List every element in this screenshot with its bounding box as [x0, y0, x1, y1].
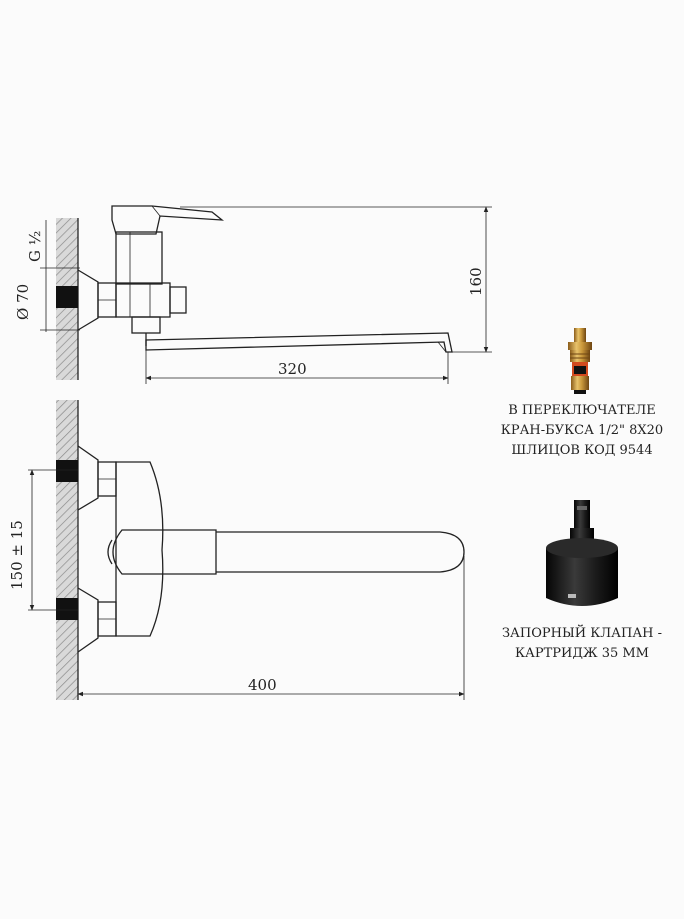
wall-socket-upper	[56, 460, 78, 482]
diverter-caption-line-3: ШЛИЦОВ КОД 9544	[511, 443, 653, 458]
dim-thread: G ½	[26, 231, 44, 262]
diverter-valve-image	[568, 328, 592, 394]
wall-top	[56, 400, 78, 700]
dim-center-distance: 150 ± 15	[8, 520, 26, 590]
top-view	[28, 400, 465, 700]
side-view	[40, 205, 492, 384]
dim-diameter: Ø 70	[14, 284, 32, 320]
cartridge-caption-line-2: КАРТРИДЖ 35 ММ	[514, 646, 649, 661]
diverter-caption-line-2: КРАН-БУКСА 1/2" 8X20	[500, 423, 664, 438]
dim-total-length: 400	[248, 676, 277, 694]
dim-spout-reach: 320	[278, 360, 307, 378]
wall-socket-side	[56, 286, 78, 308]
wall-socket-lower	[56, 598, 78, 620]
diverter-caption-line-1: В ПЕРЕКЛЮЧАТЕЛЕ	[508, 403, 656, 418]
diverter-caption: В ПЕРЕКЛЮЧАТЕЛЕ КРАН-БУКСА 1/2" 8X20 ШЛИ…	[484, 401, 680, 461]
dim-height: 160	[467, 267, 485, 296]
cartridge-caption: ЗАПОРНЫЙ КЛАПАН - КАРТРИДЖ 35 ММ	[484, 624, 680, 664]
cartridge-caption-line-1: ЗАПОРНЫЙ КЛАПАН -	[501, 626, 663, 641]
cartridge-image	[546, 500, 618, 606]
